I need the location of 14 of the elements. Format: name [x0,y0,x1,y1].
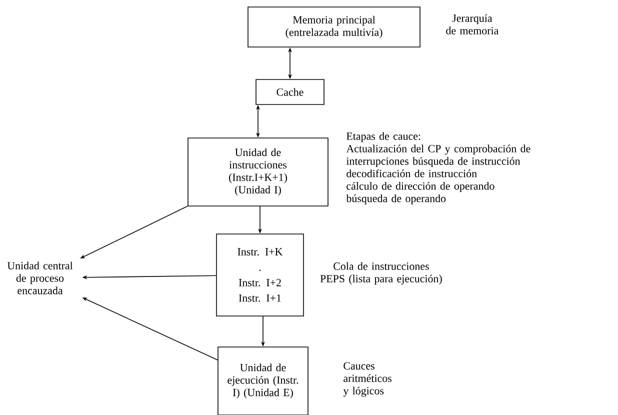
process-box: Memoria principal (entrelazada multivía) [248,6,420,48]
process-box: Instr. I+K . Instr. I+2 Instr. I+1 [216,234,304,316]
process-box: Unidad de instrucciones (Instr.I+K+1) (Unidad I) [188,138,328,206]
node-label: cálculo de dirección de operando [346,182,494,192]
annotation-text: Cola de instrucciones PEPS (lista para ejecución) [320,262,442,285]
process-box: Unidad de ejecución (Instr. I) (Unidad E) [218,346,308,415]
label-text: Unidad central de proceso encauzada [7,262,73,294]
annotation-text: Etapas de cauce: Actualización del CP y comprobación de interrupciones búsqueda de instrucción decodificación de instrucción cálculo de dirección de operando búsqueda de operando [346,132,530,204]
node-label: decodificación de instrucción [346,169,477,178]
node-label: Etapas de cauce: [346,132,420,142]
annotation-text: Cauces aritméticos y lógicos [343,362,392,397]
process-box: Cache [256,79,324,105]
node-label: búsqueda de operando [346,194,446,204]
annotation-text: Jerarquía de memoria [446,14,499,34]
